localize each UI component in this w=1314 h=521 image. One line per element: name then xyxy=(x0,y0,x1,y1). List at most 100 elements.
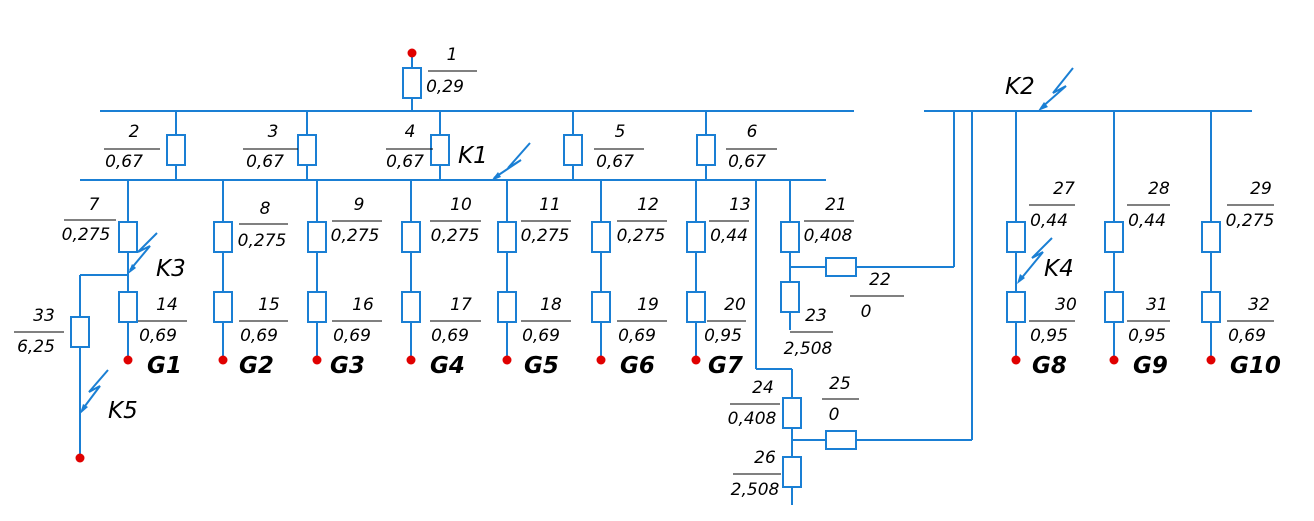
element-7-number: 7 xyxy=(89,195,100,215)
element-26-box xyxy=(782,456,802,488)
element-15-value: 0,69 xyxy=(240,326,278,346)
generator-g4-label: G4 xyxy=(430,353,465,379)
generator-g6-label: G6 xyxy=(620,353,655,379)
resistors xyxy=(70,67,1221,488)
g4-node xyxy=(406,355,416,365)
k1-lightning-icon xyxy=(493,142,531,179)
generator-labels: G1 G2 G3 G4 G5 G6 G7 G8 G9 G10 xyxy=(147,353,1281,379)
element-8-number: 8 xyxy=(260,199,271,219)
element-9-box xyxy=(307,221,327,253)
element-31-box xyxy=(1104,291,1124,323)
nodes xyxy=(75,48,1216,463)
k5-node xyxy=(75,453,85,463)
generator-g2-label: G2 xyxy=(239,353,274,379)
g8-node xyxy=(1011,355,1021,365)
element-14-number: 14 xyxy=(156,295,178,315)
generator-g3-label: G3 xyxy=(330,353,365,379)
element-30-number: 30 xyxy=(1055,295,1077,315)
element-7-value: 0,275 xyxy=(62,225,111,245)
g5-node xyxy=(502,355,512,365)
k3-arrowhead-icon xyxy=(128,264,136,274)
element-31-number: 31 xyxy=(1146,295,1168,315)
element-29-value: 0,275 xyxy=(1226,211,1275,231)
element-11-value: 0,275 xyxy=(521,226,570,246)
element-labels: 1 0,29 2 0,67 3 0,67 4 0,67 5 0,67 6 0,6… xyxy=(14,45,1274,500)
element-29-number: 29 xyxy=(1250,179,1272,199)
element-32-box xyxy=(1201,291,1221,323)
element-32-value: 0,69 xyxy=(1228,326,1266,346)
element-33-value: 6,25 xyxy=(17,337,55,357)
element-30-box xyxy=(1006,291,1026,323)
g1-node xyxy=(123,355,133,365)
generator-g7-label: G7 xyxy=(708,353,743,379)
element-12-value: 0,275 xyxy=(617,226,666,246)
element-16-box xyxy=(307,291,327,323)
generator-g9-label: G9 xyxy=(1133,353,1168,379)
element-17-value: 0,69 xyxy=(431,326,469,346)
k3-lightning-icon xyxy=(129,232,158,271)
element-9-number: 9 xyxy=(354,195,365,215)
element-25-number: 25 xyxy=(829,374,851,394)
element-4-box xyxy=(430,134,450,166)
element-6-box xyxy=(696,134,716,166)
element-23-box xyxy=(780,281,800,313)
element-9-value: 0,275 xyxy=(331,226,380,246)
element-26-number: 26 xyxy=(754,448,776,468)
element-24-number: 24 xyxy=(752,378,774,398)
element-33-box xyxy=(70,316,90,348)
generator-g5-label: G5 xyxy=(524,353,559,379)
element-6-number: 6 xyxy=(747,122,758,142)
element-21-number: 21 xyxy=(825,195,847,215)
element-27-box xyxy=(1006,221,1026,253)
element-10-box xyxy=(401,221,421,253)
element-28-box xyxy=(1104,221,1124,253)
element-24-value: 0,408 xyxy=(728,409,777,429)
element-11-box xyxy=(497,221,517,253)
element-2-value: 0,67 xyxy=(105,152,143,172)
element-13-value: 0,44 xyxy=(710,226,748,246)
generator-g1-label: G1 xyxy=(147,353,182,379)
element-1-box xyxy=(402,67,422,99)
element-30-value: 0,95 xyxy=(1030,326,1068,346)
g6-node xyxy=(596,355,606,365)
element-21-value: 0,408 xyxy=(804,226,853,246)
element-12-box xyxy=(591,221,611,253)
element-10-value: 0,275 xyxy=(431,226,480,246)
element-7-box xyxy=(118,221,138,253)
element-27-number: 27 xyxy=(1053,179,1075,199)
element-23-value: 2,508 xyxy=(784,339,833,359)
element-2-box xyxy=(166,134,186,166)
element-26-value: 2,508 xyxy=(731,480,780,500)
k1-arrowhead-icon xyxy=(491,172,501,181)
element-16-value: 0,69 xyxy=(333,326,371,346)
element-20-box xyxy=(686,291,706,323)
element-10-number: 10 xyxy=(450,195,472,215)
k5-arrowhead-icon xyxy=(80,404,88,414)
fault-k2-label: K2 xyxy=(1005,74,1035,100)
fault-arrows xyxy=(80,67,1074,414)
element-5-number: 5 xyxy=(615,122,626,142)
element-24-box xyxy=(782,397,802,429)
element-13-number: 13 xyxy=(729,195,751,215)
generator-g10-label: G10 xyxy=(1230,353,1281,379)
fault-k3-label: K3 xyxy=(156,256,186,282)
element-15-number: 15 xyxy=(258,295,280,315)
element-1-number: 1 xyxy=(447,45,458,65)
element-1-value: 0,29 xyxy=(426,77,464,97)
k2-arrowhead-icon xyxy=(1038,102,1048,111)
element-14-box xyxy=(118,291,138,323)
element-21-box xyxy=(780,221,800,253)
element-15-box xyxy=(213,291,233,323)
element-19-box xyxy=(591,291,611,323)
fault-k1-label: K1 xyxy=(458,143,488,169)
k5-lightning-icon xyxy=(81,369,109,411)
element-22-number: 22 xyxy=(869,270,891,290)
element-5-value: 0,67 xyxy=(596,152,634,172)
element-23-number: 23 xyxy=(805,306,827,326)
element-27-value: 0,44 xyxy=(1030,211,1068,231)
element-2-number: 2 xyxy=(129,122,140,142)
source-node xyxy=(407,48,417,58)
element-3-value: 0,67 xyxy=(246,152,284,172)
g3-node xyxy=(312,355,322,365)
